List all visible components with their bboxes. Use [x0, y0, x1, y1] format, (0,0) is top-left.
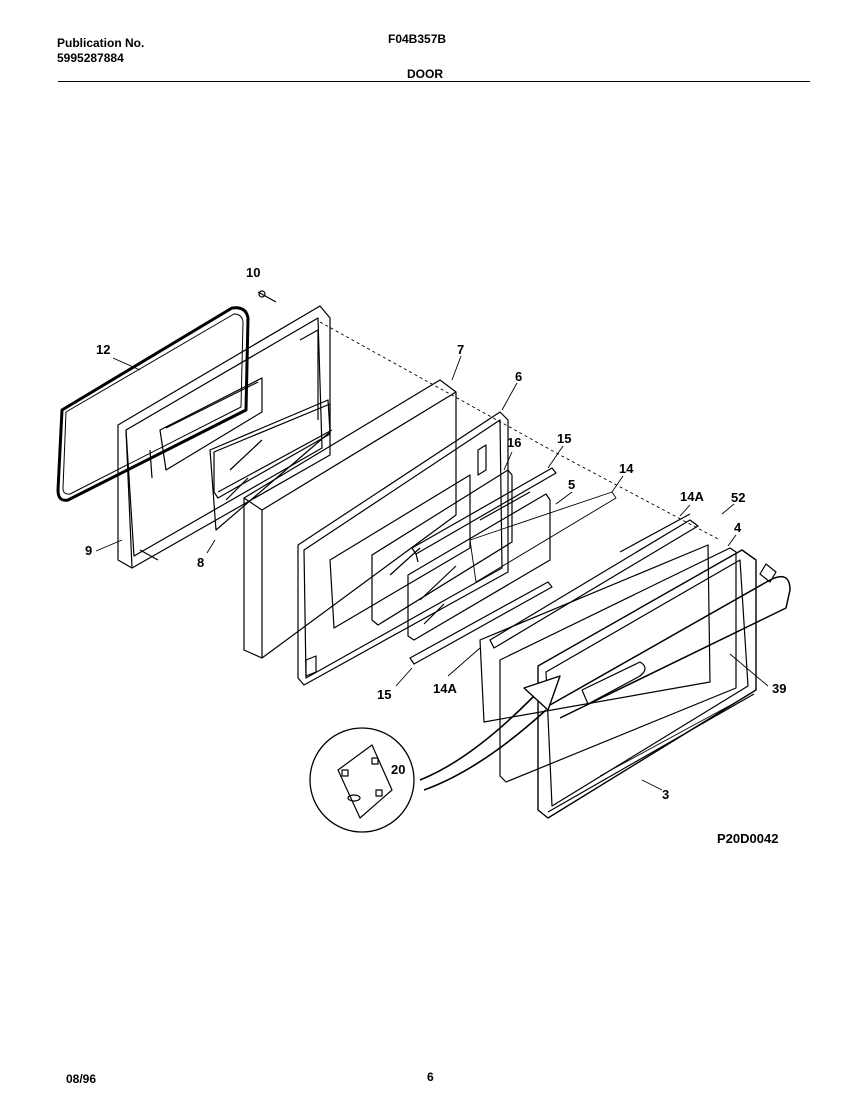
outer-door-part: [537, 549, 757, 819]
header-rule: [58, 81, 810, 82]
callout-14A-top: 14A: [680, 489, 704, 504]
callout-15-top: 15: [557, 431, 571, 446]
inner-door-liner-part: [117, 305, 333, 569]
callout-39: 39: [772, 681, 786, 696]
publication-number: 5995287884: [57, 51, 124, 65]
page-number: 6: [427, 1070, 434, 1084]
callout-15-bottom: 15: [377, 687, 391, 702]
callout-20: 20: [391, 762, 405, 777]
publication-label: Publication No.: [57, 36, 145, 50]
detail-arrow: [419, 675, 561, 791]
inner-glass-part: [209, 399, 331, 531]
door-frame-part: [297, 411, 509, 686]
door-gasket-part: [56, 306, 250, 502]
callout-9: 9: [85, 543, 92, 558]
outer-glass-part: [407, 491, 551, 641]
diagram-code: P20D0042: [717, 831, 778, 846]
callout-5: 5: [568, 477, 575, 492]
callout-4: 4: [734, 520, 742, 535]
outer-panel-part: [499, 547, 737, 783]
callout-16: 16: [507, 435, 521, 450]
alignment-line: [319, 321, 721, 541]
door-handle-part: [549, 563, 791, 719]
leader-lines: [95, 355, 769, 791]
callout-12: 12: [96, 342, 110, 357]
callout-labels: 10 12 7 6 16 15 5 14 14A 52 4 39 3 9 8 1…: [85, 265, 786, 846]
glass-bracket-top-part: [411, 467, 557, 563]
trim-upper-part: [489, 513, 699, 649]
callout-6: 6: [515, 369, 522, 384]
glass-bracket-bottom-part: [409, 581, 553, 665]
screw-part: [257, 290, 277, 303]
callout-7: 7: [457, 342, 464, 357]
insulation-part: [243, 379, 457, 659]
callout-52: 52: [731, 490, 745, 505]
callout-14: 14: [619, 461, 634, 476]
callout-10: 10: [246, 265, 260, 280]
model-number: F04B357B: [388, 32, 447, 46]
glass-plate-part: [469, 491, 617, 583]
clip-detail-circle: [309, 727, 415, 833]
callout-14A-bottom: 14A: [433, 681, 457, 696]
footer-date: 08/96: [66, 1072, 97, 1086]
section-title: DOOR: [407, 67, 443, 81]
trim-lower-part: [479, 544, 711, 723]
callout-3: 3: [662, 787, 669, 802]
callout-8: 8: [197, 555, 204, 570]
